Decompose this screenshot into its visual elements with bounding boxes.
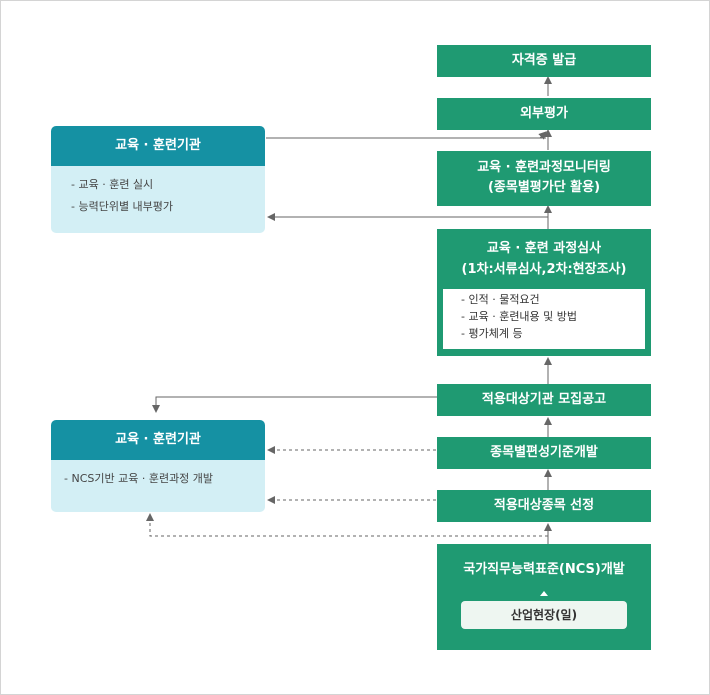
cert-issuance-box: 자격증 발급 xyxy=(437,45,651,77)
monitoring-box: 교육 · 훈련과정모니터링 (종목별평가단 활용) xyxy=(437,151,651,206)
course-review-line-1: 교육 · 훈련 과정심사 xyxy=(486,241,602,256)
institution-top-item: - 교육 · 훈련 실시 xyxy=(71,178,154,191)
institution-top-item: - 능력단위별 내부평가 xyxy=(71,200,174,213)
course-review-criteria: - 인적 · 물적요건 - 교육 · 훈련내용 및 방법 - 평가체계 등 xyxy=(443,289,645,349)
ncs-development-box: 국가직무능력표준(NCS)개발 산업현장(일) xyxy=(437,544,651,650)
recruitment-notice-box: 적용대상기관 모집공고 xyxy=(437,384,651,416)
institution-bottom-body: - NCS기반 교육 · 훈련과정 개발 xyxy=(51,460,265,512)
standard-development-box: 종목별편성기준개발 xyxy=(437,437,651,469)
arrow-recruit-to-institution xyxy=(152,396,438,413)
external-evaluation-box: 외부평가 xyxy=(437,98,651,130)
criteria-item: - 평가체계 등 xyxy=(461,327,523,340)
monitoring-line-1: 교육 · 훈련과정모니터링 xyxy=(477,160,611,175)
course-review-line-2: (1차:서류심사,2차:현장조사) xyxy=(461,262,627,277)
target-selection-box: 적용대상종목 선정 xyxy=(437,490,651,522)
arrow-institution-to-external-head xyxy=(538,131,547,140)
institution-top-body: - 교육 · 훈련 실시 - 능력단위별 내부평가 xyxy=(51,166,265,233)
institution-bottom-title: 교육 · 훈련기관 xyxy=(51,420,265,460)
institution-bottom-item: - NCS기반 교육 · 훈련과정 개발 xyxy=(64,472,214,485)
up-arrow-icon xyxy=(540,591,548,596)
criteria-item: - 교육 · 훈련내용 및 방법 xyxy=(461,310,578,323)
course-review-box: 교육 · 훈련 과정심사 (1차:서류심사,2차:현장조사) - 인적 · 물적… xyxy=(437,229,651,356)
monitoring-line-2: (종목별평가단 활용) xyxy=(487,180,601,195)
institution-top-title: 교육 · 훈련기관 xyxy=(51,126,265,166)
criteria-item: - 인적 · 물적요건 xyxy=(461,293,540,306)
ncs-development-label: 국가직무능력표준(NCS)개발 xyxy=(463,562,625,577)
industry-site-box: 산업현장(일) xyxy=(461,601,627,629)
arrow-ncs-to-institution xyxy=(146,513,548,537)
